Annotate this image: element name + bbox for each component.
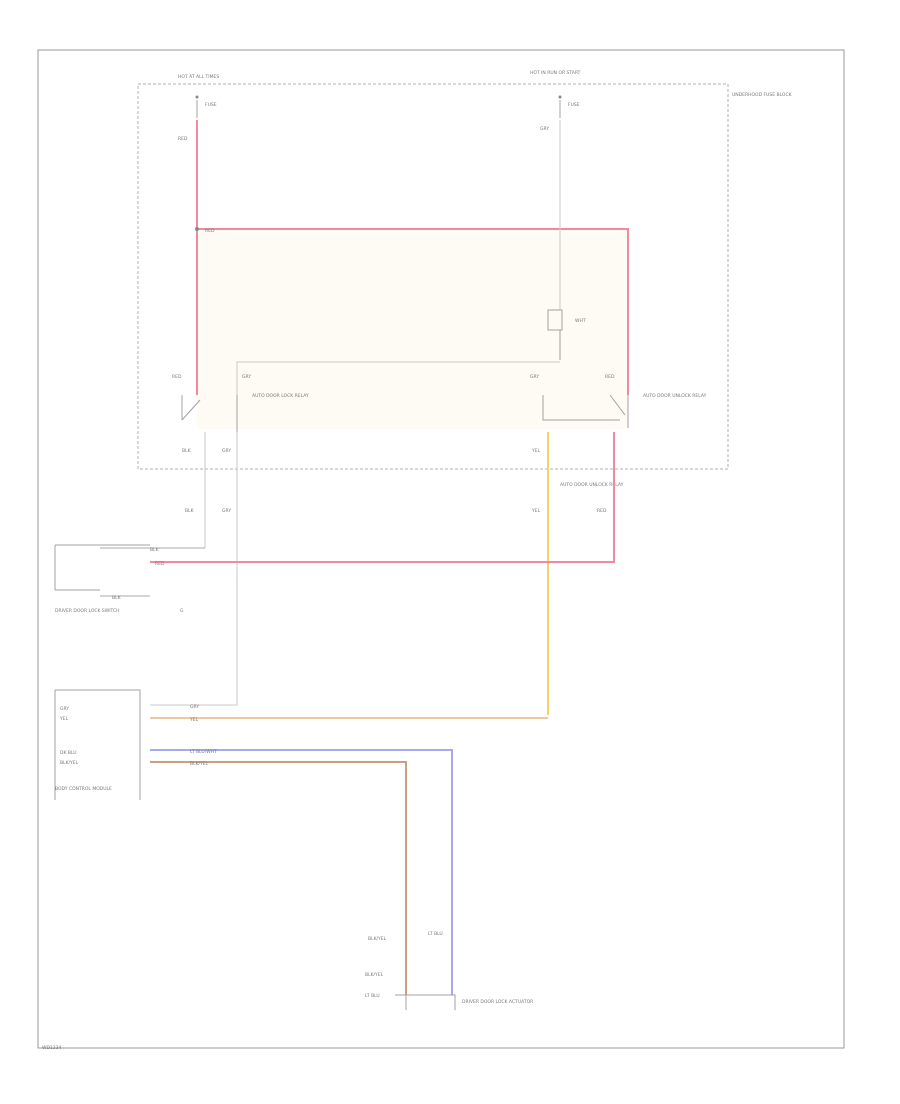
blue-wire-label: LT BLU/WHT (190, 749, 217, 755)
right-relay-coil (547, 309, 563, 331)
module-label: BODY CONTROL MODULE (55, 786, 112, 792)
left-fuse-label: FUSE (205, 102, 217, 108)
actuator-body (395, 994, 456, 1010)
fuse-block-label: UNDERHOOD FUSE BLOCK (732, 92, 793, 98)
diagram-code: WD1234 (42, 1045, 62, 1051)
red-wire-top-loop (197, 228, 629, 395)
coil-label: WHT (575, 318, 586, 324)
splice-label: AUTO DOOR UNLOCK RELAY (560, 482, 624, 488)
red-wire-splice (195, 227, 199, 231)
module-pin-lock: GRY (60, 706, 69, 712)
left-relay-switch (181, 395, 238, 432)
left-out-label-b: GRY (222, 448, 231, 454)
left-relay-red-label: RED (172, 374, 182, 380)
right-feed-label: HOT IN RUN OR START (530, 70, 581, 76)
yellow-label-mid: YEL (531, 508, 541, 514)
relay-area-shade (197, 229, 628, 429)
ground-note: G (180, 608, 184, 614)
switch-blk-label: BLK (112, 595, 122, 601)
brown-wire-label: BLK/YEL (190, 761, 209, 767)
module-pin-blue: DK BLU (60, 750, 77, 756)
red-label-lower: RED (597, 508, 607, 514)
gray-wire-label-module: GRY (190, 704, 199, 710)
actuator-label: DRIVER DOOR LOCK ACTUATOR (462, 999, 533, 1005)
yellow-label-top: YEL (531, 448, 541, 454)
red-label-switch: RED (155, 561, 165, 567)
red-wire-label-top: RED (205, 228, 215, 234)
left-relay-label: AUTO DOOR LOCK RELAY (252, 393, 309, 399)
left-relay-out-b (150, 432, 238, 706)
left-out-label-c: BLK (185, 508, 195, 514)
right-relay-switch (542, 394, 629, 428)
actuator-pin-b: LT BLU (365, 993, 380, 999)
right-relay-label: AUTO DOOR UNLOCK RELAY (643, 393, 707, 399)
left-out-label-d: GRY (222, 508, 231, 514)
left-fuse-top-node (195, 95, 199, 99)
module-pin-brown: BLK/YEL (60, 760, 79, 766)
red-wire-to-switch (150, 432, 615, 563)
brown-actuator-label: BLK/YEL (368, 936, 387, 942)
orange-wire-label: YEL (189, 717, 199, 723)
diagram-frame (37, 49, 845, 1049)
left-feed-label: HOT AT ALL TIMES (178, 74, 219, 80)
blue-actuator-label: LT BLU (428, 931, 443, 937)
right-relay-gray-label: GRY (530, 374, 539, 380)
module-body (54, 689, 141, 800)
left-relay-gray-label: GRY (242, 374, 251, 380)
fuse-block-outline (137, 83, 729, 470)
door-switch-label: DRIVER DOOR LOCK SWITCH (55, 608, 120, 614)
switch-gray-label: BLK (150, 547, 160, 553)
red-wire-label-left: RED (178, 136, 188, 142)
right-fuse-label: FUSE (568, 102, 580, 108)
gray-wire-relay-link (236, 361, 560, 395)
module-pin-unlock: YEL (59, 716, 69, 722)
door-switch-body (54, 544, 150, 591)
right-relay-red-label: RED (605, 374, 615, 380)
brown-wire-to-actuator (150, 761, 407, 995)
gray-wire-label-top: GRY (540, 126, 549, 132)
actuator-pin-a: BLK/YEL (365, 972, 384, 978)
left-out-label-a: BLK (182, 448, 192, 454)
right-fuse-top-node (558, 95, 562, 99)
blue-wire-to-actuator (150, 749, 453, 995)
